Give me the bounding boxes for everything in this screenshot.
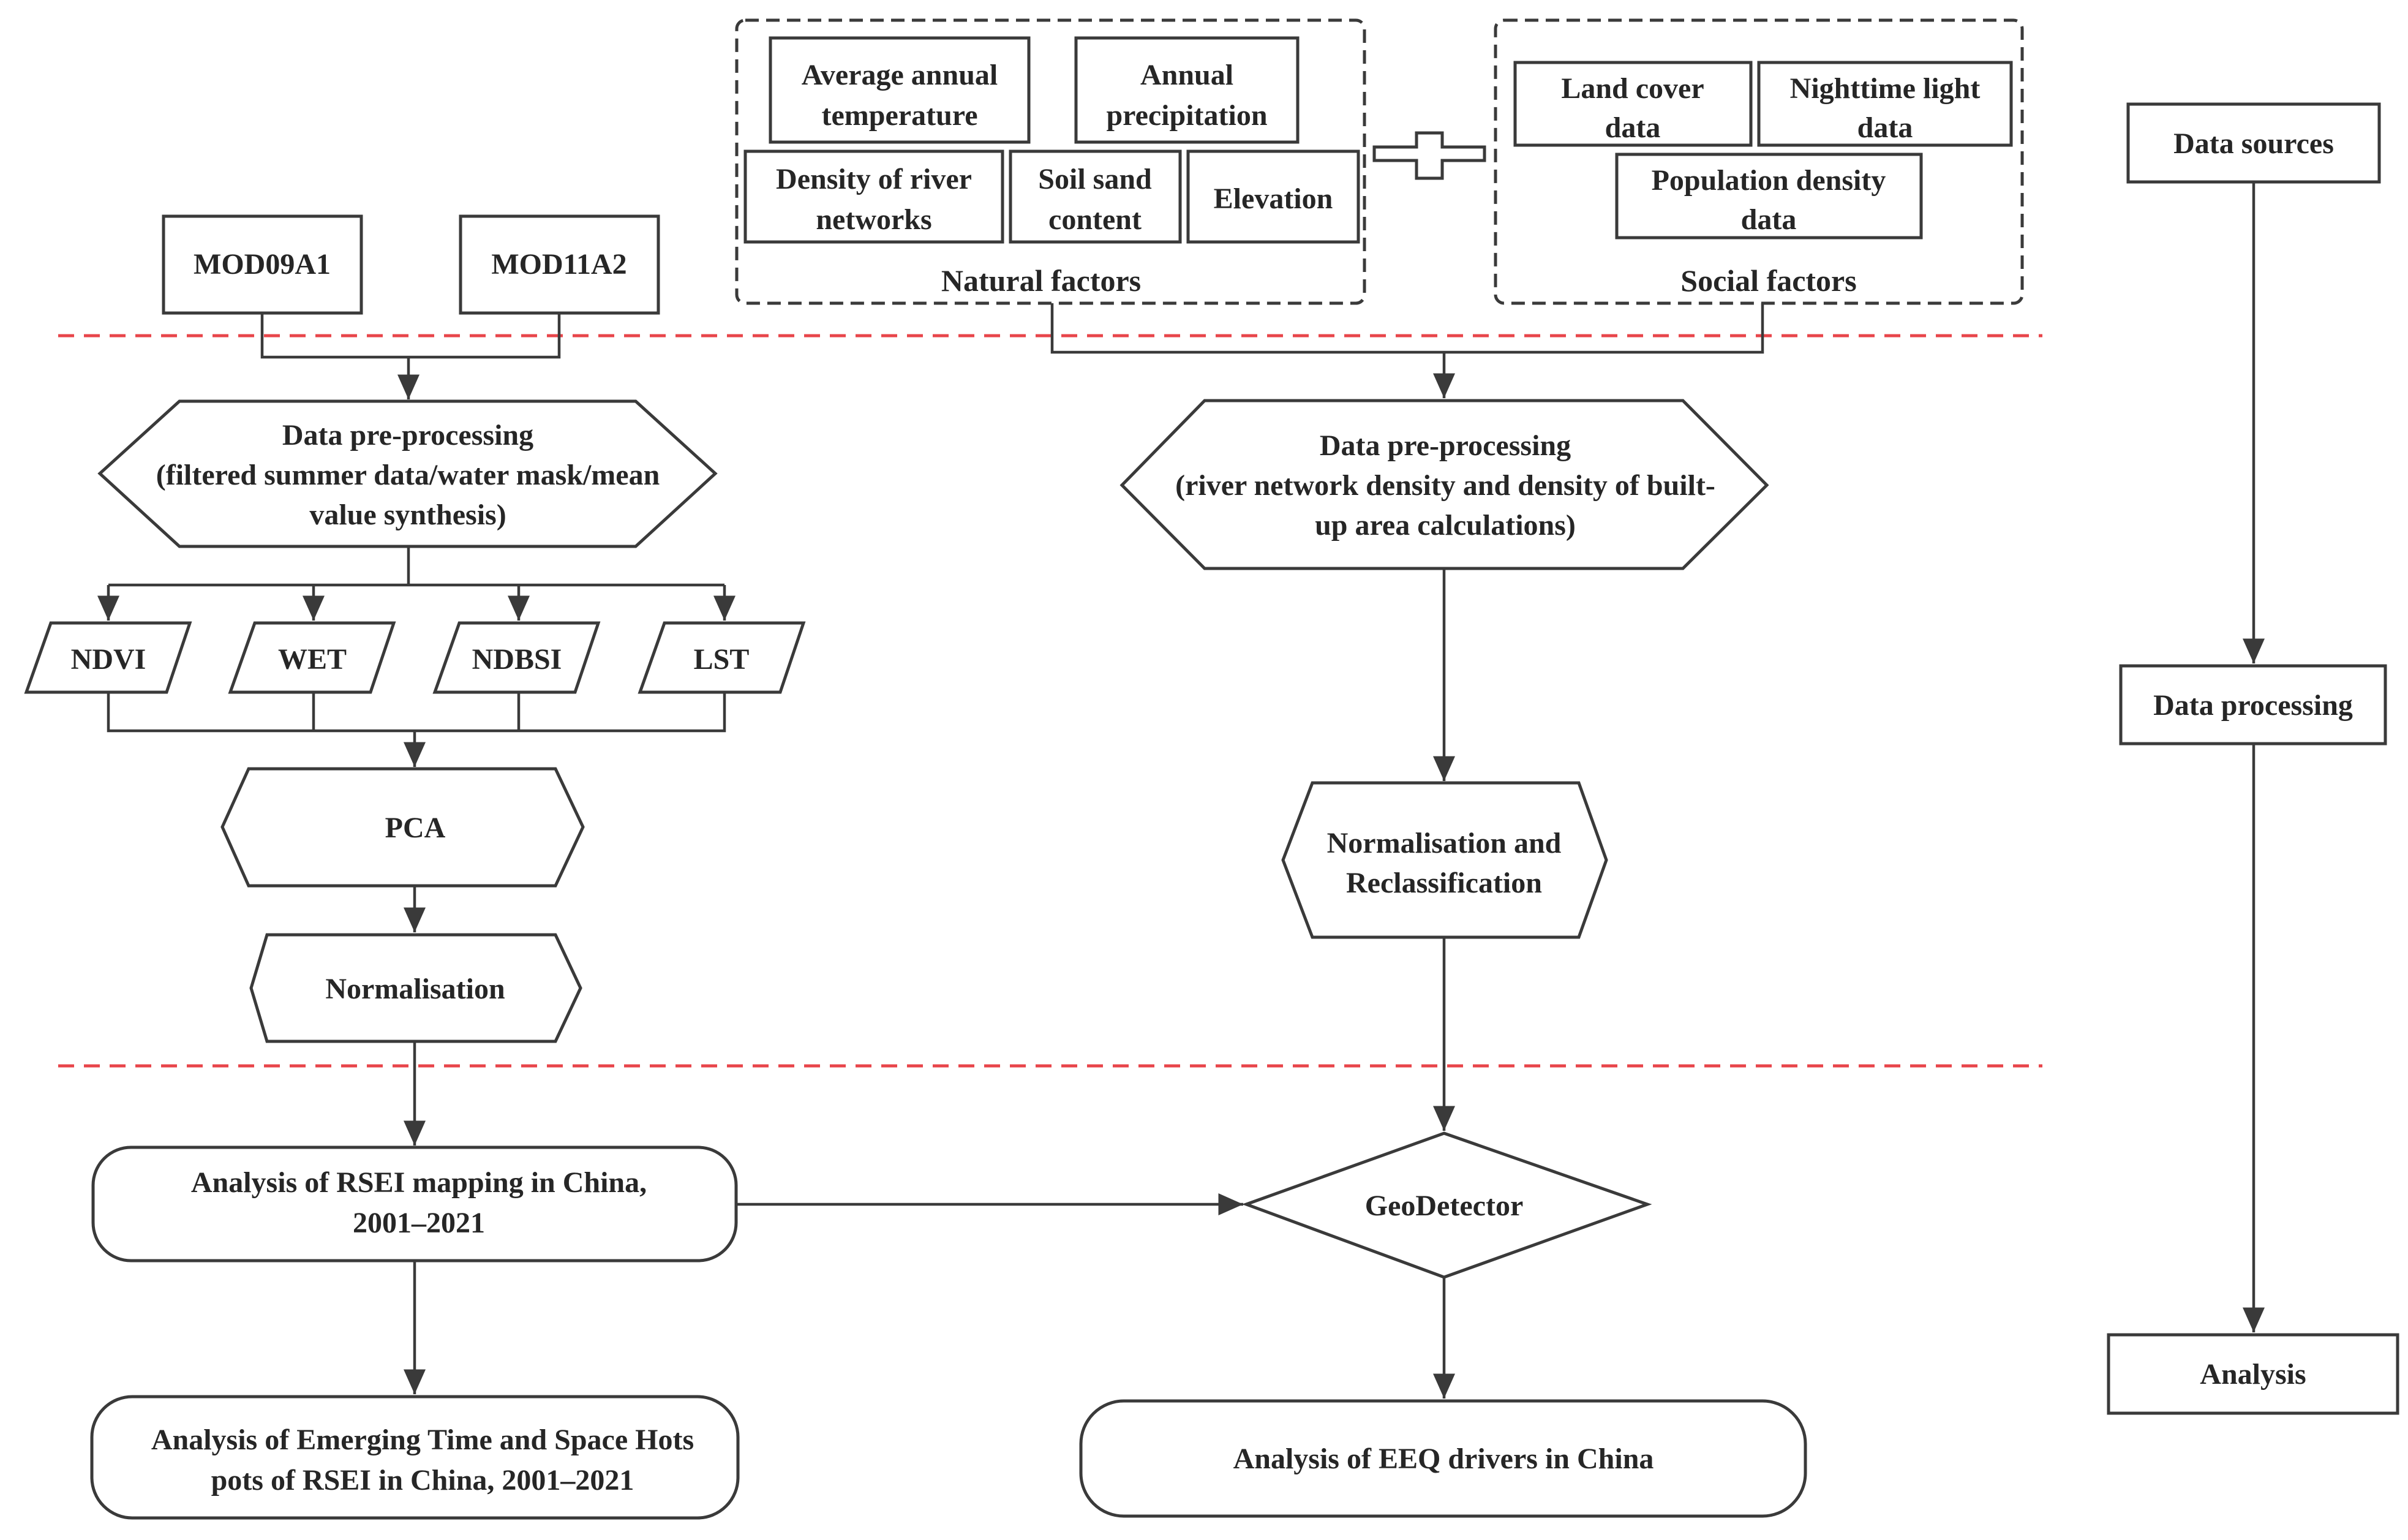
population-density-box: Population density data (1615, 153, 1923, 240)
svg-text:LST: LST (694, 643, 750, 676)
left-preprocess-hexagon: Data pre-processing (filtered summer dat… (97, 399, 718, 548)
lst-parallelogram: LST (638, 621, 806, 694)
ndvi-parallelogram: NDVI (24, 621, 192, 694)
svg-text:data: data (1857, 111, 1913, 144)
svg-text:data: data (1605, 111, 1661, 144)
elevation-box: Elevation (1186, 149, 1360, 244)
svg-text:PCA: PCA (385, 812, 446, 844)
svg-text:GeoDetector: GeoDetector (1365, 1190, 1524, 1222)
svg-text:up area calculations): up area calculations) (1315, 509, 1576, 542)
svg-text:value synthesis): value synthesis) (309, 499, 506, 531)
natural-factors-group (735, 18, 1366, 305)
svg-text:(filtered summer data/water ma: (filtered summer data/water mask/mean (156, 459, 660, 491)
svg-text:(river network density and den: (river network density and density of bu… (1175, 469, 1715, 502)
land-cover-box: Land cover data (1513, 61, 1753, 147)
svg-text:2001–2021: 2001–2021 (353, 1207, 485, 1239)
mod09a1-box: MOD09A1 (162, 214, 363, 315)
svg-text:Soil sand: Soil sand (1038, 163, 1152, 195)
wet-parallelogram: WET (228, 621, 396, 694)
right-preprocess-hexagon: Data pre-processing (river network densi… (1119, 399, 1769, 570)
svg-text:Data pre-processing: Data pre-processing (1320, 429, 1571, 462)
soil-sand-box: Soil sand content (1009, 149, 1182, 244)
svg-text:Normalisation: Normalisation (325, 973, 505, 1005)
social-factors-group (1494, 18, 2024, 305)
svg-text:pots of RSEI in China, 2001–20: pots of RSEI in China, 2001–2021 (211, 1464, 634, 1497)
connector-indices-merge (107, 692, 726, 733)
svg-text:Population density: Population density (1652, 164, 1886, 197)
connector-mod-merge (260, 313, 561, 359)
natural-factors-title: Natural factors (941, 263, 1141, 298)
svg-text:MOD09A1: MOD09A1 (194, 248, 331, 281)
svg-text:Elevation: Elevation (1214, 183, 1333, 215)
svg-text:data: data (1741, 203, 1797, 236)
svg-text:Data processing: Data processing (2153, 689, 2353, 722)
rsei-mapping-box: Analysis of RSEI mapping in China, 2001–… (91, 1146, 738, 1263)
river-density-box: Density of river networks (743, 149, 1004, 244)
mod11a2-box: MOD11A2 (459, 214, 660, 315)
nighttime-light-box: Nighttime light data (1757, 61, 2013, 147)
avg-temp-box: Average annual temperature (769, 36, 1031, 144)
svg-text:Density of river: Density of river (776, 163, 972, 195)
svg-text:Analysis of RSEI mapping in Ch: Analysis of RSEI mapping in China, (191, 1166, 647, 1199)
svg-text:Reclassification: Reclassification (1346, 867, 1542, 899)
svg-text:Analysis of Emerging Time and: Analysis of Emerging Time and Space Hots (151, 1424, 694, 1456)
svg-text:Data pre-processing: Data pre-processing (282, 419, 533, 451)
svg-text:MOD11A2: MOD11A2 (491, 248, 626, 281)
svg-text:precipitation: precipitation (1106, 99, 1267, 132)
svg-text:temperature: temperature (822, 99, 978, 132)
hotspots-box: Analysis of Emerging Time and Space Hots… (90, 1395, 740, 1520)
connector-preprocess-branch (108, 546, 724, 587)
svg-text:Land cover: Land cover (1561, 72, 1704, 105)
svg-text:Annual: Annual (1140, 59, 1233, 91)
svg-text:Analysis: Analysis (2200, 1358, 2306, 1391)
svg-text:networks: networks (816, 203, 931, 236)
svg-text:content: content (1048, 203, 1142, 236)
svg-text:Data sources: Data sources (2173, 127, 2334, 160)
svg-text:WET: WET (278, 643, 347, 676)
svg-text:Analysis of EEQ drivers in Chi: Analysis of EEQ drivers in China (1233, 1443, 1654, 1475)
normalisation-reclassification-hexagon: Normalisation and Reclassification (1281, 781, 1608, 939)
legend-data-sources-box: Data sources (2126, 102, 2381, 184)
svg-text:NDBSI: NDBSI (472, 643, 562, 676)
geodetector-diamond: GeoDetector (1241, 1131, 1652, 1279)
connector-factors-merge (1050, 303, 1764, 354)
legend-data-processing-box: Data processing (2119, 664, 2387, 745)
legend-analysis-box: Analysis (2107, 1333, 2399, 1415)
svg-text:Average annual: Average annual (802, 59, 998, 91)
plus-icon (1372, 131, 1486, 180)
svg-text:Normalisation and: Normalisation and (1327, 827, 1562, 859)
social-factors-title: Social factors (1680, 263, 1856, 298)
eeq-drivers-box: Analysis of EEQ drivers in China (1079, 1399, 1807, 1518)
pca-hexagon: PCA (220, 767, 585, 888)
normalisation-hexagon: Normalisation (249, 933, 582, 1043)
svg-text:Nighttime light: Nighttime light (1790, 72, 1981, 105)
ndbsi-parallelogram: NDBSI (432, 621, 601, 694)
svg-text:NDVI: NDVI (71, 643, 146, 676)
annual-precip-box: Annual precipitation (1074, 36, 1300, 144)
